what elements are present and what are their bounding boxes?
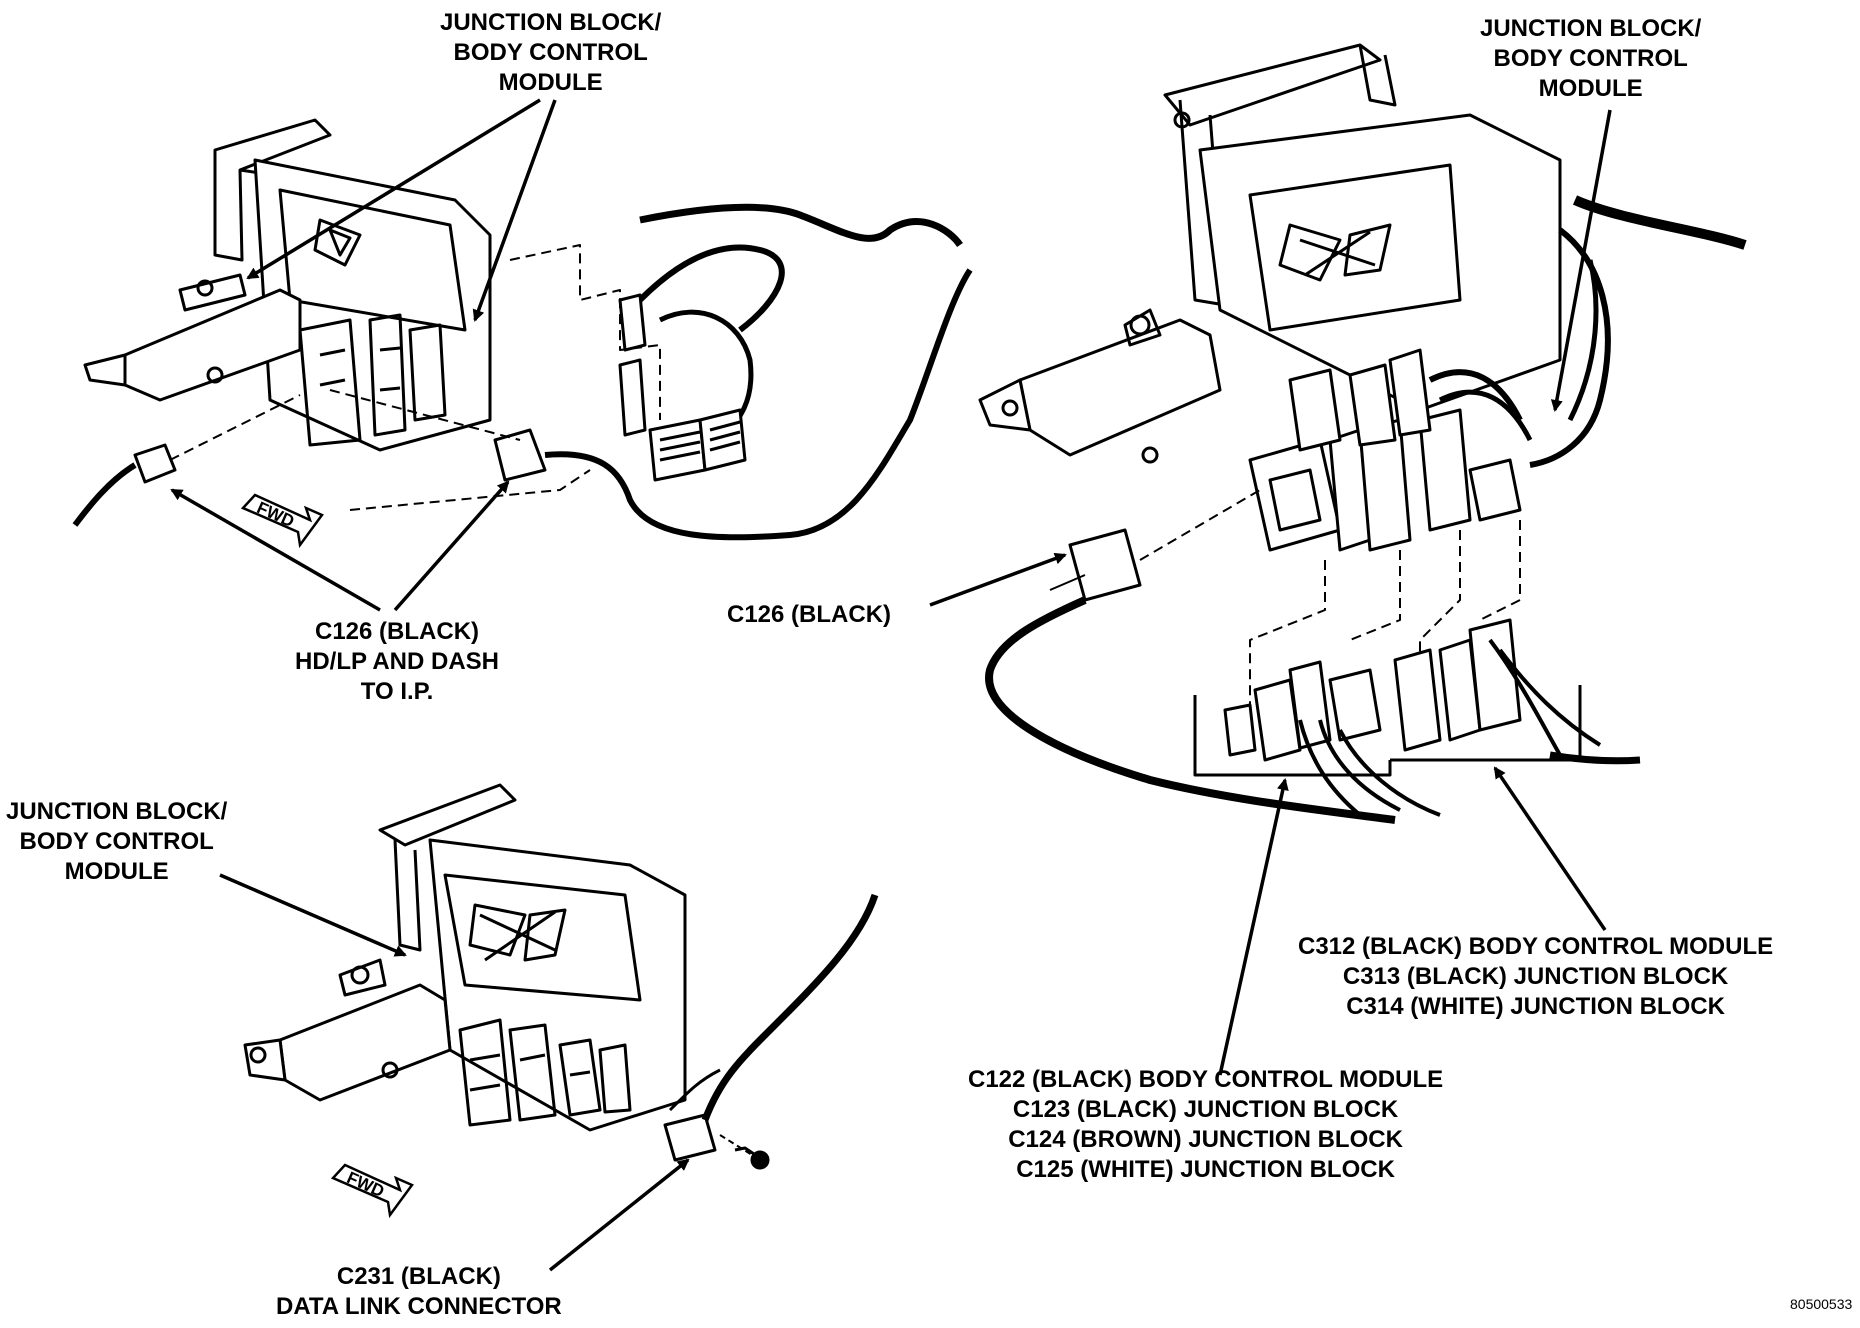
arrow-jb-bottom-left: [219, 873, 407, 957]
label-c126-left-line1: C126 (BLACK): [315, 618, 480, 645]
label-c312: C312 (BLACK) BODY CONTROL MODULE: [1298, 933, 1774, 960]
label-c126-right-line1: C126 (BLACK): [727, 601, 892, 628]
label-c314: C314 (WHITE) JUNCTION BLOCK: [1346, 993, 1725, 1020]
label-jb-top-right-line3: MODULE: [1538, 75, 1643, 102]
figure-reference-number: 80500533: [1790, 1296, 1853, 1312]
label-c124: C124 (BROWN) JUNCTION BLOCK: [1008, 1126, 1403, 1153]
leader-arrows: [170, 98, 1612, 1272]
arrow-jb-top-left-a: [246, 98, 541, 280]
label-c313: C313 (BLACK) JUNCTION BLOCK: [1342, 963, 1729, 990]
arrow-c312: [1493, 766, 1607, 931]
fwd-arrow-bottom-left: [330, 1163, 414, 1219]
label-jb-bottom-left-line3: MODULE: [64, 858, 169, 885]
arrow-c126-left-b: [393, 480, 510, 612]
label-c126-right: C126 (BLACK): [727, 600, 891, 630]
label-jb-bottom-left: JUNCTION BLOCK/ BODY CONTROL MODULE: [6, 797, 227, 887]
label-c123: C123 (BLACK) JUNCTION BLOCK: [1012, 1096, 1399, 1123]
arrow-c122: [1218, 778, 1289, 1076]
label-c126-left-line2: HD/LP AND DASH: [295, 648, 500, 675]
arrow-jb-top-left-b: [472, 99, 557, 322]
arrow-c231: [548, 1158, 690, 1272]
bottom-left-assembly: [243, 783, 879, 1170]
arrow-jb-top-right: [1550, 109, 1612, 412]
label-jb-top-right-line1: JUNCTION BLOCK/: [1480, 15, 1702, 42]
arrow-c126-right: [929, 552, 1067, 607]
label-jb-bottom-left-line1: JUNCTION BLOCK/: [6, 798, 228, 825]
label-jb-top-right: JUNCTION BLOCK/ BODY CONTROL MODULE: [1480, 14, 1701, 104]
label-jb-top-left-line1: JUNCTION BLOCK/: [440, 9, 662, 36]
label-jb-top-left: JUNCTION BLOCK/ BODY CONTROL MODULE: [440, 8, 661, 98]
arrow-c126-left-a: [170, 488, 381, 612]
top-left-assembly: [72, 118, 973, 541]
label-c126-left-line3: TO I.P.: [360, 678, 434, 705]
label-jb-top-right-line2: BODY CONTROL: [1493, 45, 1688, 72]
fwd-arrow-top-left: [240, 493, 324, 549]
label-c126-left: C126 (BLACK) HD/LP AND DASH TO I.P.: [295, 617, 499, 707]
label-c231-line1: C231 (BLACK): [336, 1263, 501, 1290]
label-jb-top-left-line3: MODULE: [498, 69, 603, 96]
label-c231-line2: DATA LINK CONNECTOR: [276, 1293, 562, 1320]
label-jb-top-left-line2: BODY CONTROL: [453, 39, 648, 66]
label-c122: C122 (BLACK) BODY CONTROL MODULE: [968, 1066, 1444, 1093]
label-c312-group: C312 (BLACK) BODY CONTROL MODULE C313 (B…: [1298, 932, 1773, 1022]
label-jb-bottom-left-line2: BODY CONTROL: [19, 828, 214, 855]
label-c122-group: C122 (BLACK) BODY CONTROL MODULE C123 (B…: [968, 1065, 1443, 1185]
label-c125: C125 (WHITE) JUNCTION BLOCK: [1016, 1156, 1395, 1183]
right-assembly: [978, 43, 1747, 824]
label-c231: C231 (BLACK) DATA LINK CONNECTOR: [276, 1262, 562, 1322]
